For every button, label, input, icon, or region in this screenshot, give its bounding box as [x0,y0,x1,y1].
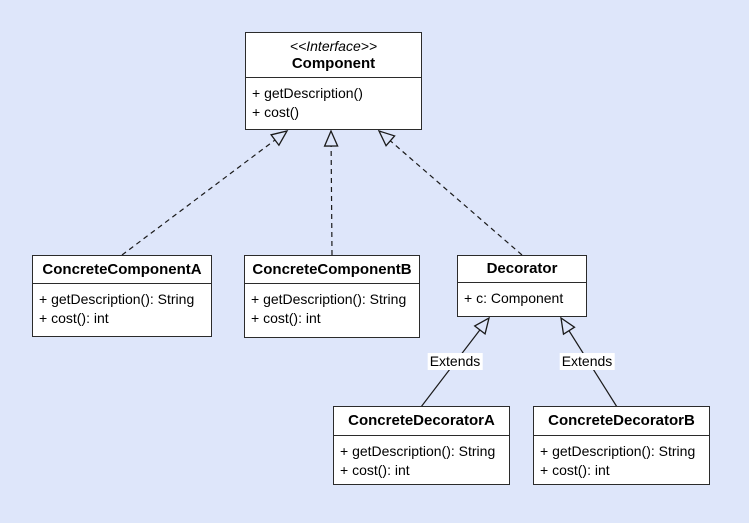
class-members: + getDescription() + cost() [246,78,421,122]
class-member: + getDescription(): String [340,443,496,459]
class-member: + getDescription(): String [39,291,195,307]
class-header: ConcreteComponentA [33,256,211,284]
class-box-concrete-decorator-a: ConcreteDecoratorA + getDescription(): S… [333,406,510,485]
class-header: ConcreteComponentB [245,256,419,284]
class-header: <<Interface>> Component [246,33,421,78]
class-header: ConcreteDecoratorB [534,407,709,436]
class-member: + cost(): int [340,462,410,478]
class-box-concrete-component-a: ConcreteComponentA + getDescription(): S… [32,255,212,337]
class-name: Decorator [486,260,558,277]
class-members: + getDescription(): String + cost(): int [245,284,419,328]
class-name: ConcreteDecoratorB [548,412,695,429]
class-members: + getDescription(): String + cost(): int [33,284,211,328]
edge-label-extends-b: Extends [559,353,615,370]
class-header: ConcreteDecoratorA [334,407,509,436]
class-members: + c: Component [458,283,586,308]
implements-edge-decorator [377,129,523,256]
class-members: + getDescription(): String + cost(): int [534,436,709,480]
class-name: ConcreteComponentB [252,260,412,278]
class-members: + getDescription(): String + cost(): int [334,436,509,480]
implements-edge-concrete-component-a [121,130,289,256]
class-box-component: <<Interface>> Component + getDescription… [245,32,422,130]
class-member: + getDescription(): String [251,291,407,307]
edge-label-extends-a: Extends [427,353,483,370]
class-member: + cost(): int [251,310,321,326]
class-box-concrete-component-b: ConcreteComponentB + getDescription(): S… [244,255,420,338]
class-member: + cost() [252,104,300,120]
class-stereotype: <<Interface>> [289,37,378,54]
class-name: ConcreteComponentA [42,260,202,278]
class-member: + getDescription() [252,85,363,101]
class-member: + c: Component [464,290,564,306]
class-member: + getDescription(): String [540,443,696,459]
implements-edge-concrete-component-b [323,129,339,256]
class-box-concrete-decorator-b: ConcreteDecoratorB + getDescription(): S… [533,406,710,485]
class-name: Component [291,54,376,72]
class-box-decorator: Decorator + c: Component [457,255,587,317]
class-member: + cost(): int [540,462,610,478]
class-name: ConcreteDecoratorA [348,412,495,429]
class-member: + cost(): int [39,310,109,326]
class-header: Decorator [458,256,586,283]
